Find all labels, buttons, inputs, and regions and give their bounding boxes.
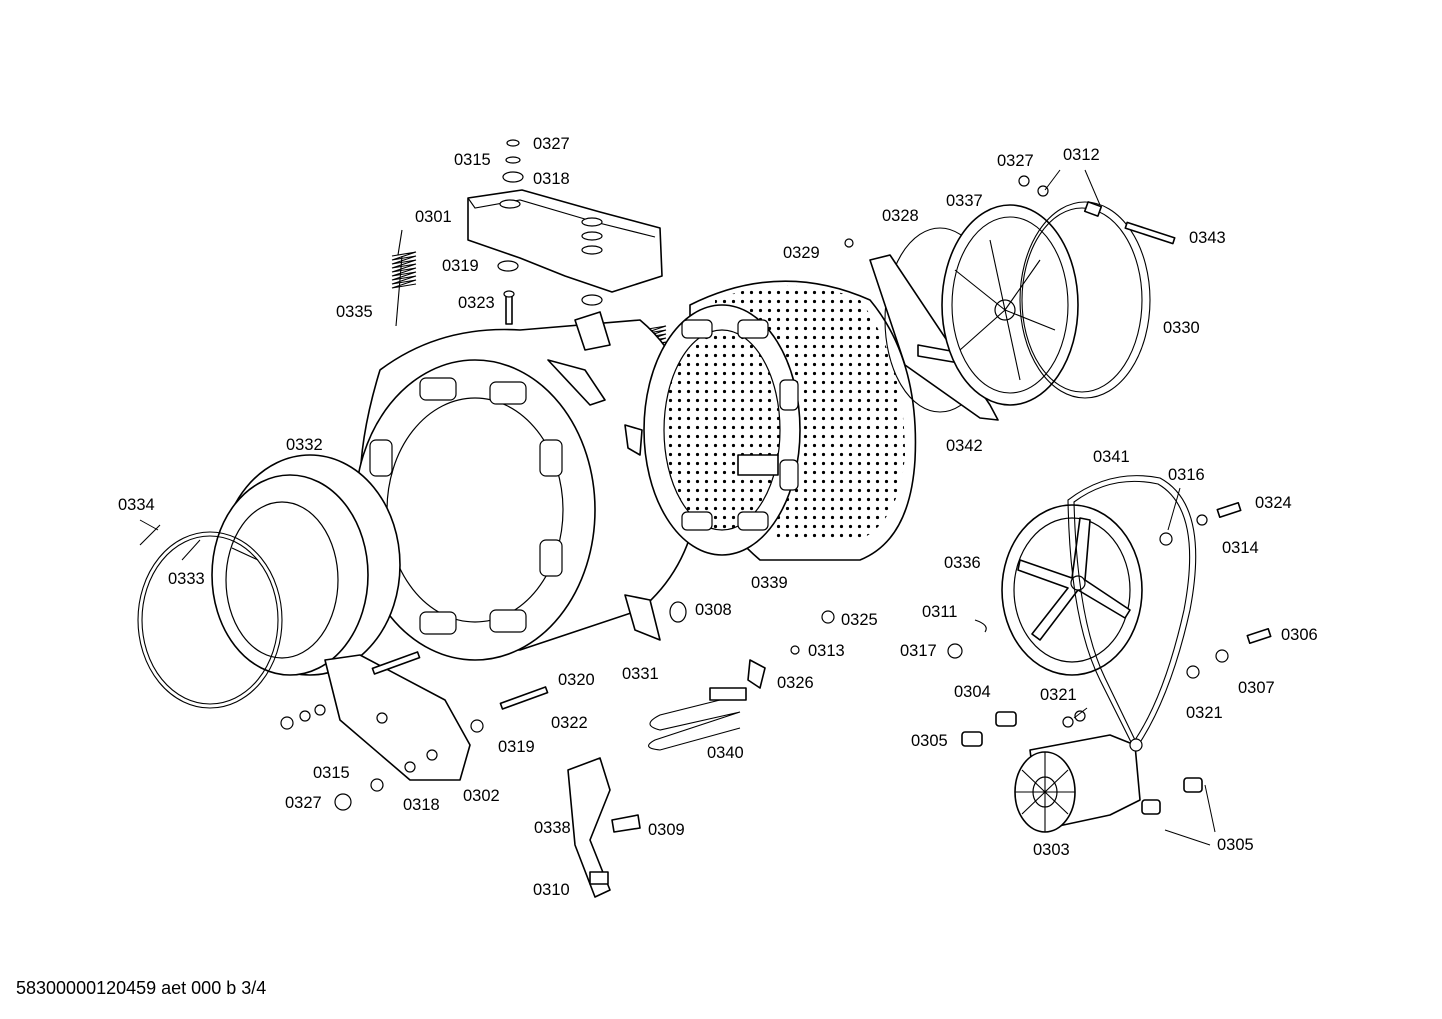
callout-0309: 0309 xyxy=(648,821,685,839)
callout-0339: 0339 xyxy=(751,574,788,592)
callout-0316: 0316 xyxy=(1168,466,1205,484)
callout-0331: 0331 xyxy=(622,665,659,683)
callout-0304: 0304 xyxy=(954,683,991,701)
fasteners-right-part xyxy=(947,501,1272,815)
callout-0342: 0342 xyxy=(946,437,983,455)
callout-labels: 0327 0315 0318 0301 0319 0323 0335 0329 … xyxy=(118,135,1318,899)
callout-0338: 0338 xyxy=(534,819,571,837)
callout-0335: 0335 xyxy=(336,303,373,321)
callout-0317: 0317 xyxy=(900,642,937,660)
callout-0319-top: 0319 xyxy=(442,257,479,275)
document-code: 58300000120459 aet 000 b 3/4 xyxy=(16,978,267,998)
callout-0340: 0340 xyxy=(707,744,744,762)
callout-0319-bottom: 0319 xyxy=(498,738,535,756)
clamp-ring-part xyxy=(137,524,283,709)
callout-0318-bottom: 0318 xyxy=(403,796,440,814)
callout-0303: 0303 xyxy=(1033,841,1070,859)
heater-element-part xyxy=(611,610,835,833)
callout-0311: 0311 xyxy=(922,603,957,621)
drive-belt-part xyxy=(1067,475,1197,752)
callout-0337: 0337 xyxy=(946,192,983,210)
callout-0321-left: 0321 xyxy=(1040,686,1077,704)
callout-0327-top: 0327 xyxy=(533,135,570,153)
counterweight-bottom-part xyxy=(280,651,549,811)
tub-rear-part xyxy=(941,175,1176,406)
callout-0306: 0306 xyxy=(1281,626,1318,644)
counterweight-top-part xyxy=(467,139,663,306)
callout-0321-right: 0321 xyxy=(1186,704,1223,722)
callout-0310: 0310 xyxy=(533,881,570,899)
callout-0325: 0325 xyxy=(841,611,878,629)
callout-0312: 0312 xyxy=(1063,146,1100,164)
motor-part xyxy=(1014,734,1143,833)
leader-lines xyxy=(139,169,1216,846)
callout-0315-bottom: 0315 xyxy=(313,764,350,782)
callout-0332: 0332 xyxy=(286,436,323,454)
tub-front-part xyxy=(354,311,701,661)
callout-0302: 0302 xyxy=(463,787,500,805)
callout-0334: 0334 xyxy=(118,496,155,514)
callout-0315-top: 0315 xyxy=(454,151,491,169)
callout-0336: 0336 xyxy=(944,554,981,572)
callout-0307: 0307 xyxy=(1238,679,1275,697)
callout-0308: 0308 xyxy=(695,601,732,619)
callout-0324: 0324 xyxy=(1255,494,1292,512)
callout-0328: 0328 xyxy=(882,207,919,225)
callout-0326: 0326 xyxy=(777,674,814,692)
damper-strap-part xyxy=(567,757,611,898)
callout-0318-top: 0318 xyxy=(533,170,570,188)
callout-0314: 0314 xyxy=(1222,539,1259,557)
callout-0301: 0301 xyxy=(415,208,452,226)
door-bellows-part xyxy=(211,454,401,676)
callout-0343: 0343 xyxy=(1189,229,1226,247)
callout-0327-bottom: 0327 xyxy=(285,794,322,812)
callout-0305-left: 0305 xyxy=(911,732,948,750)
callout-0341: 0341 xyxy=(1093,448,1130,466)
callout-0305-right: 0305 xyxy=(1217,836,1254,854)
callout-0313: 0313 xyxy=(808,642,845,660)
callout-0322: 0322 xyxy=(551,714,588,732)
callout-0329: 0329 xyxy=(783,244,820,262)
inner-drum-part xyxy=(643,280,917,561)
callout-0333: 0333 xyxy=(168,570,205,588)
drum-pulley-part xyxy=(1001,504,1143,676)
callout-0323: 0323 xyxy=(458,294,495,312)
callout-0330: 0330 xyxy=(1163,319,1200,337)
callout-0320: 0320 xyxy=(558,671,595,689)
callout-0327-right: 0327 xyxy=(997,152,1034,170)
